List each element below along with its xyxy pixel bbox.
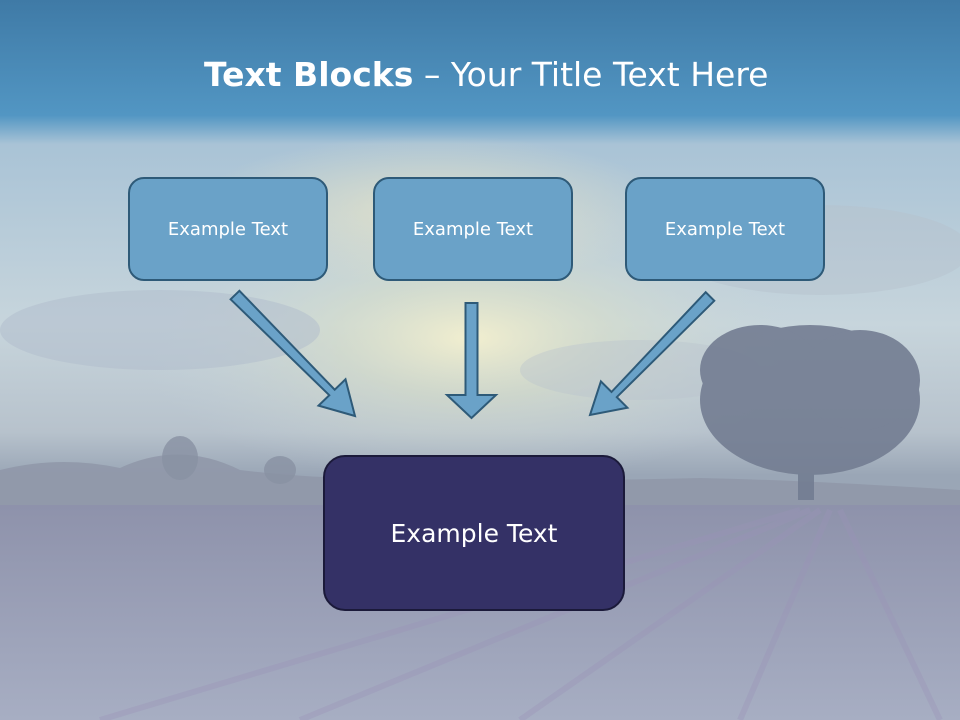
text-block-center[interactable]: Example Text	[373, 177, 573, 281]
title-rest: Your Title Text Here	[450, 55, 769, 94]
arrow-center-down	[444, 302, 499, 420]
title-bold: Text Blocks	[204, 55, 414, 94]
slide-title: Text Blocks – Your Title Text Here	[0, 50, 960, 100]
arrow-left-diagonal	[229, 289, 357, 418]
text-block-left[interactable]: Example Text	[128, 177, 328, 281]
text-block-right-label: Example Text	[664, 218, 786, 240]
text-block-bottom[interactable]: Example Text	[323, 455, 625, 611]
arrow-right-diagonal	[588, 290, 716, 417]
text-block-bottom-label: Example Text	[390, 518, 558, 548]
title-dash: –	[413, 55, 451, 94]
text-block-right[interactable]: Example Text	[625, 177, 825, 281]
text-block-center-label: Example Text	[412, 218, 534, 240]
text-block-left-label: Example Text	[167, 218, 289, 240]
